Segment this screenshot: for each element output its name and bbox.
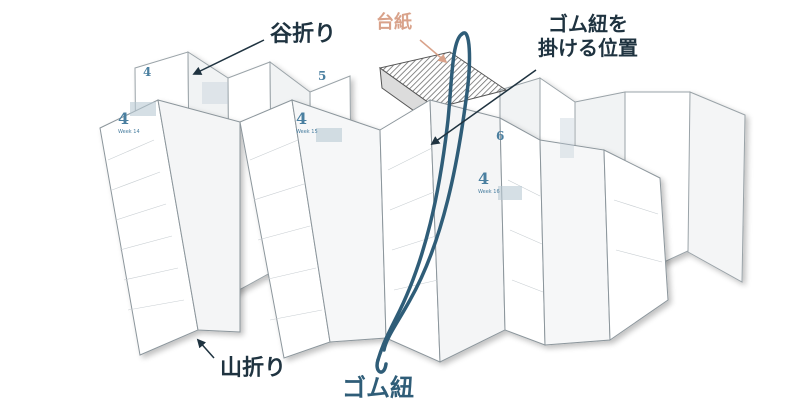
valley-fold-arrow [192,39,265,75]
mountain-fold-arrow [196,338,215,359]
week-labels: Week 14 Week 15 Week 16 [118,129,500,195]
month-numbers: 4 5 4 6 4 4 [118,65,504,188]
month-number: 4 [143,65,151,79]
rubber-band-label: ゴム紐 [342,374,414,402]
week-label: Week 14 [118,129,140,135]
band-position-arrow [430,69,537,146]
month-number: 5 [318,69,326,83]
base-paper-label: 台紙 [376,12,412,33]
month-number: 4 [296,109,307,128]
page-rules [107,139,663,321]
month-number: 4 [118,109,129,128]
rubber-band [375,31,472,374]
mountain-fold-label: 山折り [220,356,287,381]
mini-calendars [130,82,574,200]
band-position-label: ゴム紐を 掛ける位置 [538,12,638,60]
week-label: Week 15 [296,129,318,135]
band-position-line-2: 掛ける位置 [538,36,638,60]
leader-arrows [192,39,537,359]
week-label: Week 16 [478,189,500,195]
month-number: 4 [478,169,489,188]
valley-fold-label: 谷折り [270,22,337,47]
month-number: 6 [496,129,504,143]
band-position-line-1: ゴム紐を [548,12,628,36]
base-paper-arrow [419,39,448,64]
